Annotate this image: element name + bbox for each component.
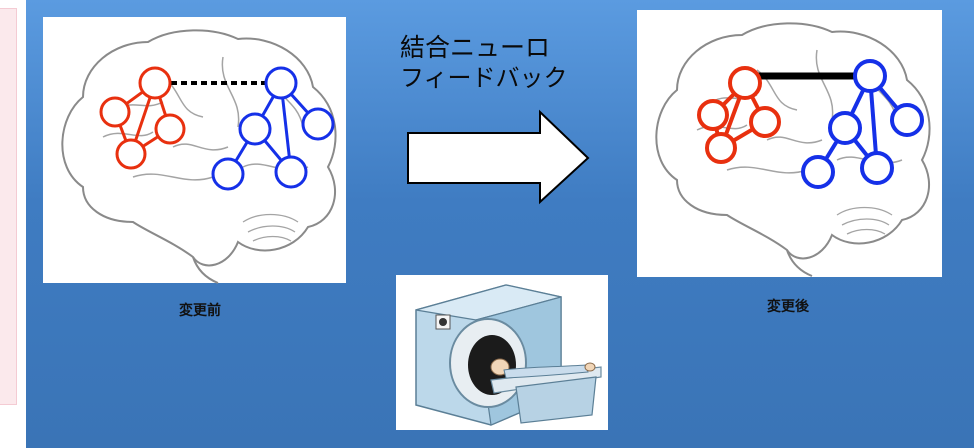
- mri-scanner-icon: [396, 275, 608, 430]
- caption-before: 変更前: [140, 300, 260, 320]
- right-arrow-icon: [408, 110, 598, 205]
- side-decoration: [0, 8, 17, 405]
- diagram-title-line2: フィードバック: [400, 58, 568, 93]
- brain-after-card: [637, 10, 942, 277]
- brain-before-card: [43, 17, 346, 283]
- caption-after: 変更後: [728, 296, 848, 316]
- network-after: [637, 10, 942, 277]
- network-before: [43, 17, 346, 283]
- mri-card: [396, 275, 608, 430]
